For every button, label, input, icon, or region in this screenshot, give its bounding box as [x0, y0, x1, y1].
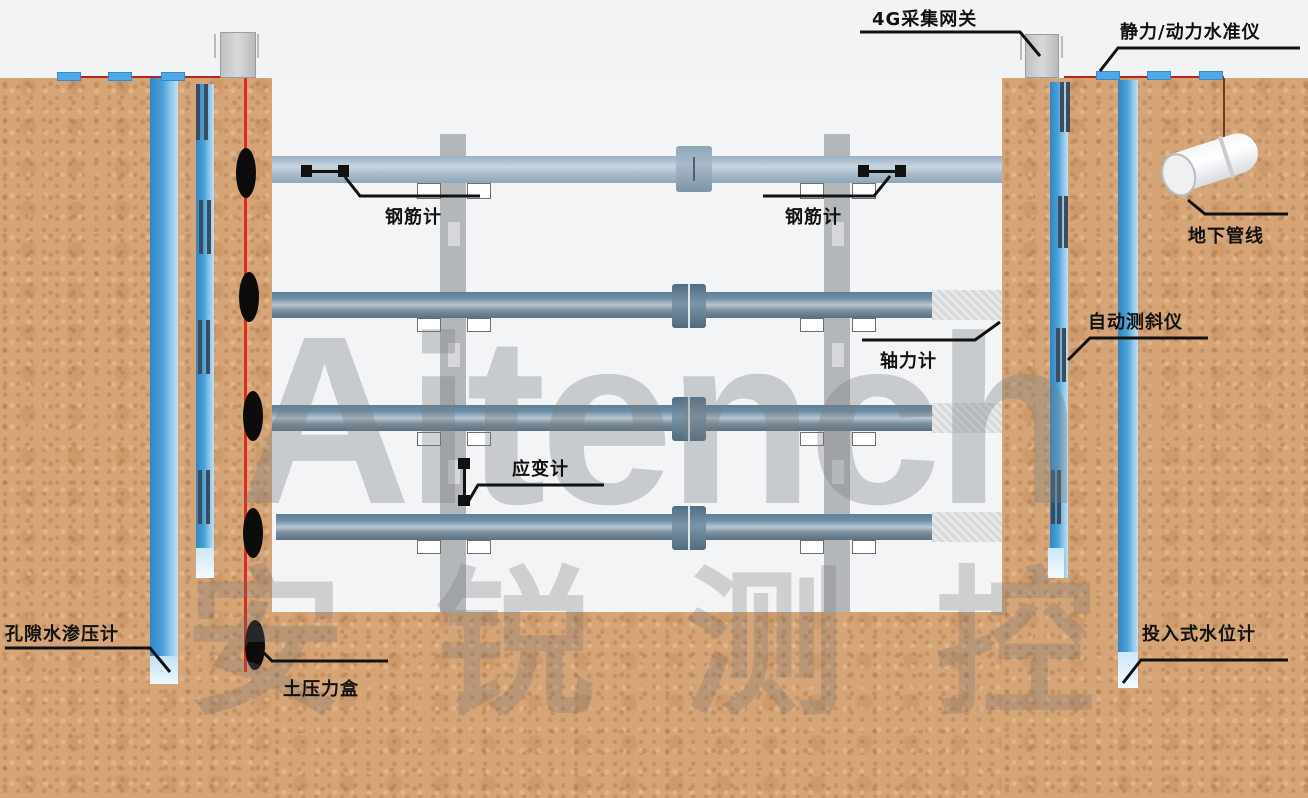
level-sensor-icon: [108, 72, 132, 81]
column-plate: [832, 460, 844, 484]
inclinometer-probe: [199, 200, 203, 254]
level-sensor-icon: [1147, 71, 1171, 80]
label-axial-force: 轴力计: [880, 351, 937, 372]
inclinometer-probe: [204, 84, 208, 140]
steel-strut-1: [272, 292, 932, 318]
gateway-box-icon: [1020, 30, 1064, 78]
water-level-pipe: [1118, 80, 1138, 688]
pit-bottom-soil: [272, 612, 1002, 798]
inclinometer-probe: [1056, 328, 1060, 382]
label-rebar-left: 钢筋计: [385, 207, 442, 228]
pressure-cell-icon: [239, 272, 259, 322]
steel-strut-3: [276, 514, 932, 540]
pressure-cell-icon: [245, 620, 265, 670]
level-sensor-icon: [161, 72, 185, 81]
pressure-cell-icon: [243, 391, 263, 441]
label-strain: 应变计: [512, 459, 569, 480]
column-bracket: [800, 432, 824, 446]
axial-force-meter-pad: [932, 290, 1002, 320]
inclinometer-probe: [206, 470, 210, 524]
piezometer-tip: [150, 656, 178, 684]
inclinometer-probe: [1062, 328, 1066, 382]
pipeline-hanger: [1223, 78, 1225, 144]
inclinometer-probe: [198, 470, 202, 524]
inclinometer-tube-tip: [196, 548, 214, 578]
water-level-sensor: [1118, 652, 1138, 688]
column-bracket: [800, 318, 824, 332]
level-sensor-icon: [57, 72, 81, 81]
inclinometer-probe: [1058, 196, 1062, 248]
column-bracket: [417, 318, 441, 332]
column-plate: [448, 343, 460, 367]
inclinometer-probe: [206, 320, 210, 374]
inclinometer-probe: [1066, 82, 1070, 132]
inclinometer-probe: [198, 320, 202, 374]
column-bracket: [852, 432, 876, 446]
label-piezometer: 孔隙水渗压计: [5, 624, 119, 645]
inclinometer-probe: [1064, 196, 1068, 248]
column-bracket: [467, 432, 491, 446]
pressure-cell-icon: [236, 148, 256, 198]
flange-gap: [688, 397, 690, 441]
label-inclinometer: 自动测斜仪: [1088, 312, 1183, 333]
column-plate: [832, 222, 844, 246]
label-earth-pressure: 土压力盒: [283, 679, 359, 700]
column-bracket: [852, 540, 876, 554]
column-plate: [832, 343, 844, 367]
inclinometer-probe: [1060, 82, 1064, 132]
sky-background: [0, 0, 1308, 78]
level-sensor-icon: [1199, 71, 1223, 80]
flange-gap: [688, 284, 690, 328]
left-soil-mass: [0, 78, 272, 798]
label-water-level: 投入式水位计: [1142, 624, 1256, 645]
flange-gap: [688, 506, 690, 550]
inclinometer-tube-tip: [1048, 548, 1064, 578]
level-cable: [1064, 76, 1224, 78]
gateway-box-icon: [214, 30, 260, 78]
piezometer-pipe: [150, 78, 178, 684]
column-plate: [448, 460, 460, 484]
strain-gauge-icon: [458, 458, 470, 506]
column-bracket: [852, 318, 876, 332]
label-rebar-right: 钢筋计: [785, 207, 842, 228]
axial-force-meter-pad: [932, 403, 1002, 433]
inclinometer-probe: [196, 84, 200, 140]
rebar-meter-icon: [858, 165, 906, 179]
column-bracket: [467, 318, 491, 332]
inclinometer-probe: [1057, 470, 1061, 524]
label-gateway: 4G采集网关: [872, 9, 978, 30]
label-pipeline: 地下管线: [1188, 226, 1264, 247]
coupler-slit: [693, 157, 695, 181]
axial-force-meter-pad: [932, 512, 1002, 542]
level-cable: [60, 76, 220, 78]
column-plate: [448, 222, 460, 246]
column-bracket: [417, 540, 441, 554]
column-bracket: [800, 540, 824, 554]
inclinometer-probe: [1051, 470, 1055, 524]
earth-pressure-cable: [244, 76, 247, 672]
pressure-cell-icon: [243, 508, 263, 558]
steel-strut-2: [272, 405, 932, 431]
column-bracket: [417, 432, 441, 446]
column-bracket: [467, 540, 491, 554]
watermark-chinese: 安锐测控: [185, 551, 1186, 738]
level-sensor-icon: [1096, 71, 1120, 80]
inclinometer-probe: [207, 200, 211, 254]
rebar-meter-icon: [301, 165, 349, 179]
label-leveling: 静力/动力水准仪: [1120, 22, 1261, 43]
top-strut: [272, 156, 1002, 183]
